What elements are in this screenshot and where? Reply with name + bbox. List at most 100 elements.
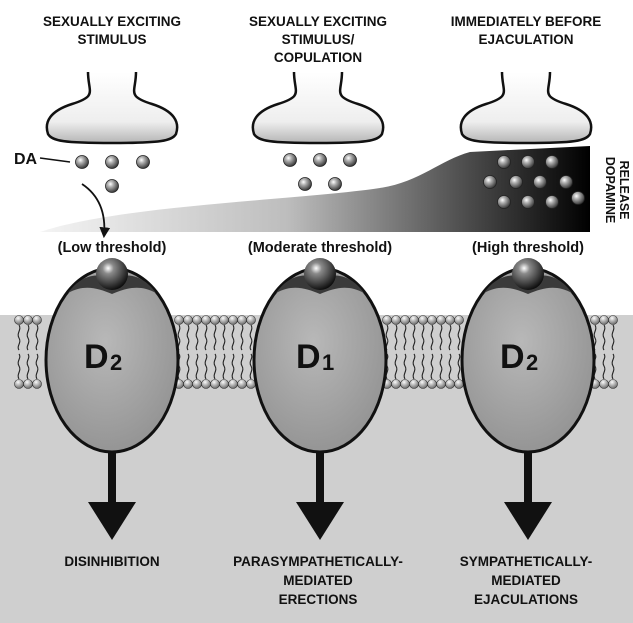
- dopamine-vesicle-icon: [298, 177, 312, 191]
- membrane-lipid-icon: [210, 379, 220, 389]
- membrane-lipid-icon: [14, 315, 24, 325]
- presynaptic-terminals: [45, 71, 593, 145]
- stimulus-label-moderate-line1: SEXUALLY EXCITING: [249, 14, 387, 29]
- lipid-tail: [448, 324, 452, 351]
- outcome-label-high-line1: SYMPATHETICALLY-: [460, 554, 593, 569]
- dopamine-release-label: DOPAMINE RELEASE: [603, 157, 631, 223]
- da-binding-arrow: [81, 183, 111, 239]
- lipid-tail: [394, 324, 398, 351]
- threshold-label-moderate: (Moderate threshold): [248, 240, 392, 256]
- lipid-tail: [403, 324, 407, 351]
- lipid-tail: [403, 353, 407, 380]
- dopamine-vesicle-icon: [105, 155, 119, 169]
- threshold-label-low: (Low threshold): [58, 240, 167, 256]
- lipid-tail: [204, 324, 208, 351]
- lipid-tail: [222, 353, 226, 380]
- membrane-lipid-icon: [400, 315, 410, 325]
- membrane-lipid-icon: [599, 315, 609, 325]
- dopamine-vesicle-icon: [545, 195, 559, 209]
- membrane-lipid-icon: [183, 379, 193, 389]
- outcome-label-moderate-line2: MEDIATED: [283, 573, 353, 588]
- dopamine-vesicle-icon: [521, 195, 535, 209]
- receptor-d2-low: D 2: [44, 258, 180, 454]
- da-annotation: DA: [14, 151, 111, 239]
- lipid-tail: [430, 324, 434, 351]
- stimulus-label-moderate-line2: STIMULUS/: [282, 32, 355, 47]
- lipid-tail: [195, 353, 199, 380]
- stimulus-label-high-line1: IMMEDIATELY BEFORE: [451, 14, 602, 29]
- membrane-lipid-icon: [210, 315, 220, 325]
- lipid-tail: [231, 324, 235, 351]
- lipid-tail: [602, 353, 606, 380]
- stimulus-label-moderate-line3: COPULATION: [274, 50, 362, 65]
- membrane-lipid-icon: [436, 379, 446, 389]
- lipid-tail: [213, 353, 217, 380]
- presynaptic-terminal-icon: [45, 71, 179, 145]
- lipid-tail: [457, 324, 461, 351]
- membrane-lipid-icon: [192, 379, 202, 389]
- lipid-tail: [394, 353, 398, 380]
- release-label-line2: RELEASE: [617, 160, 631, 219]
- lipid-tail: [611, 324, 615, 351]
- dopamine-vesicle-icon: [283, 153, 297, 167]
- lipid-tail: [249, 324, 253, 351]
- membrane-lipid-icon: [14, 379, 24, 389]
- receptor-number: 1: [322, 350, 334, 375]
- outcome-label-high-line2: MEDIATED: [491, 573, 561, 588]
- lipid-tail: [231, 353, 235, 380]
- dopamine-release-gradient: [40, 146, 590, 232]
- membrane-lipid-icon: [228, 379, 238, 389]
- dopamine-vesicle-icon: [521, 155, 535, 169]
- dopamine-ligand-icon: [304, 258, 336, 290]
- lipid-tail: [421, 324, 425, 351]
- downward-arrow-icon: [504, 452, 552, 540]
- membrane-lipid-icon: [454, 315, 464, 325]
- membrane-lipid-icon: [409, 379, 419, 389]
- dopamine-ligand-icon: [96, 258, 128, 290]
- receptor-letter: D: [500, 338, 525, 376]
- outcome-captions: DISINHIBITION PARASYMPATHETICALLY- MEDIA…: [64, 554, 592, 607]
- lipid-tail: [17, 353, 21, 380]
- membrane-lipid-icon: [400, 379, 410, 389]
- membrane-lipid-icon: [23, 379, 33, 389]
- signal-arrows: [88, 452, 552, 540]
- membrane-lipid-icon: [32, 315, 42, 325]
- membrane-lipid-icon: [228, 315, 238, 325]
- membrane-lipid-icon: [608, 315, 618, 325]
- dopamine-vesicle-icon: [533, 175, 547, 189]
- threshold-label-high: (High threshold): [472, 240, 584, 256]
- presynaptic-terminal-icon: [251, 71, 385, 145]
- receptor-letter: D: [84, 338, 109, 376]
- lipid-tail: [213, 324, 217, 351]
- receptor-d1-moderate: D 1: [252, 258, 388, 454]
- membrane-lipid-icon: [445, 379, 455, 389]
- lipid-tail: [439, 353, 443, 380]
- membrane-lipid-icon: [219, 315, 229, 325]
- membrane-lipid-icon: [427, 379, 437, 389]
- lipid-tail: [412, 353, 416, 380]
- lipid-tail: [439, 324, 443, 351]
- dopamine-vesicle-icon: [136, 155, 150, 169]
- presynaptic-terminal-icon: [459, 71, 593, 145]
- lipid-tail: [17, 324, 21, 351]
- outcome-label-moderate-line3: ERECTIONS: [279, 592, 358, 607]
- outcome-label-moderate-line1: PARASYMPATHETICALLY-: [233, 554, 403, 569]
- membrane-lipid-icon: [409, 315, 419, 325]
- dopamine-vesicle-icon: [559, 175, 573, 189]
- membrane-lipid-icon: [174, 315, 184, 325]
- lipid-tail: [240, 353, 244, 380]
- stimulus-label-low-line1: SEXUALLY EXCITING: [43, 14, 181, 29]
- membrane-lipid-icon: [599, 379, 609, 389]
- membrane-lipid-icon: [427, 315, 437, 325]
- dopamine-vesicle-icon: [75, 155, 89, 169]
- da-label: DA: [14, 151, 38, 168]
- membrane-lipid-icon: [608, 379, 618, 389]
- dopamine-vesicle-icon: [545, 155, 559, 169]
- dopamine-vesicle-icon: [343, 153, 357, 167]
- receptor-letter: D: [296, 338, 321, 376]
- threshold-labels: (Low threshold) (Moderate threshold) (Hi…: [58, 240, 585, 256]
- lipid-tail: [35, 353, 39, 380]
- outcome-label-high-line3: EJACULATIONS: [474, 592, 578, 607]
- lipid-tail: [457, 353, 461, 380]
- lipid-tail: [204, 353, 208, 380]
